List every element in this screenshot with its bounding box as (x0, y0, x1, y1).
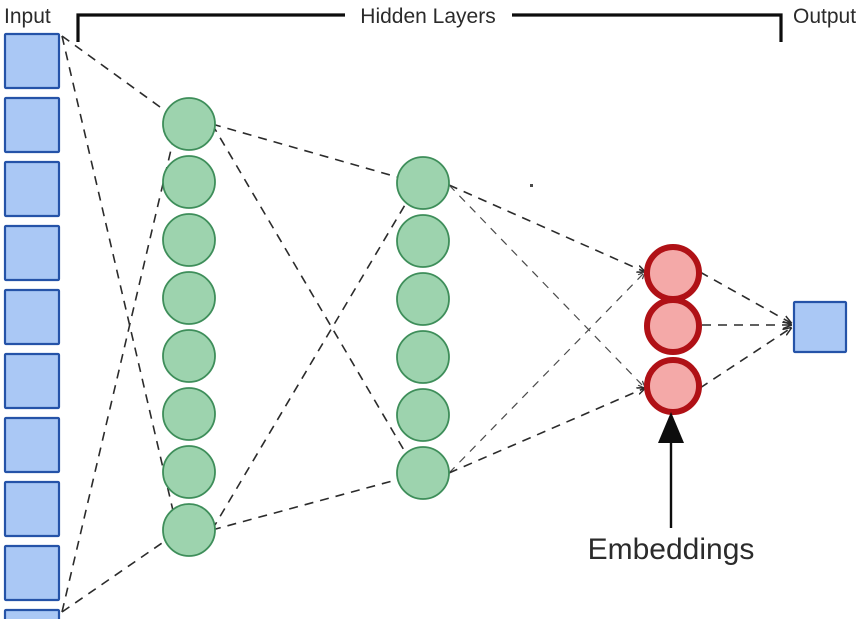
hidden-layers-bracket (76, 13, 783, 42)
embedding-node[interactable] (644, 244, 702, 302)
input-node[interactable] (3, 352, 61, 410)
hidden2-node[interactable] (396, 272, 450, 326)
edge-in1-h1a (61, 35, 178, 120)
hidden1-node[interactable] (162, 213, 216, 267)
edge-in1-h1h (61, 35, 178, 532)
hidden1-node[interactable] (162, 445, 216, 499)
embedding-node[interactable] (644, 297, 702, 355)
input-label: Input (4, 5, 51, 28)
embeddings-label: Embeddings (588, 533, 755, 566)
input-node[interactable] (3, 224, 61, 282)
embeddings-callout: Embeddings (588, 412, 755, 566)
edge-e1-out (699, 271, 791, 323)
edge-h1h-h2f (211, 474, 418, 531)
input-node[interactable] (3, 480, 61, 538)
edge-h1h-h2a (211, 183, 418, 531)
input-node[interactable] (3, 288, 61, 346)
output-label: Output (793, 5, 856, 28)
edges-hidden2-to-embeddings (448, 184, 645, 474)
edges-input-to-hidden1 (61, 35, 178, 613)
hidden-layer-2 (396, 156, 450, 500)
callout-arrowhead (658, 412, 684, 443)
output-node[interactable] (792, 300, 848, 354)
output-layer (792, 300, 848, 354)
embedding-layer (644, 244, 702, 415)
edge-in10-h1a (61, 120, 178, 613)
edges-hidden1-to-hidden2 (211, 123, 418, 531)
input-node[interactable] (3, 416, 61, 474)
hidden1-node[interactable] (162, 271, 216, 325)
edge-h2a-e3 (448, 184, 645, 388)
embedding-node[interactable] (644, 357, 702, 415)
edges-embeddings-to-output (699, 271, 791, 389)
hidden2-node[interactable] (396, 330, 450, 384)
hidden1-node[interactable] (162, 97, 216, 151)
bracket-left-arm (76, 13, 345, 42)
hidden1-node[interactable] (162, 155, 216, 209)
edge-h2a-e1 (448, 184, 645, 272)
input-node[interactable] (3, 96, 61, 154)
edge-h2f-e1 (448, 272, 645, 474)
input-node[interactable] (3, 608, 61, 619)
input-node[interactable] (3, 544, 61, 602)
bracket-right-arm (512, 13, 783, 42)
hidden1-node[interactable] (162, 329, 216, 383)
hidden1-node[interactable] (162, 503, 216, 557)
hidden2-node[interactable] (396, 446, 450, 500)
input-node[interactable] (3, 32, 61, 90)
edge-h1a-h2f (211, 123, 418, 474)
hidden2-node[interactable] (396, 214, 450, 268)
hidden-layers-label: Hidden Layers (360, 5, 495, 28)
edge-e3-out (699, 328, 791, 389)
edge-in10-h1h (61, 532, 178, 613)
edge-h2f-e3 (448, 388, 645, 474)
stray-speck (530, 184, 533, 187)
hidden2-node[interactable] (396, 156, 450, 210)
input-node[interactable] (3, 160, 61, 218)
input-layer (3, 32, 61, 619)
hidden-layer-1 (162, 97, 216, 557)
hidden2-node[interactable] (396, 388, 450, 442)
edge-h1a-h2a (211, 123, 418, 183)
hidden1-node[interactable] (162, 387, 216, 441)
